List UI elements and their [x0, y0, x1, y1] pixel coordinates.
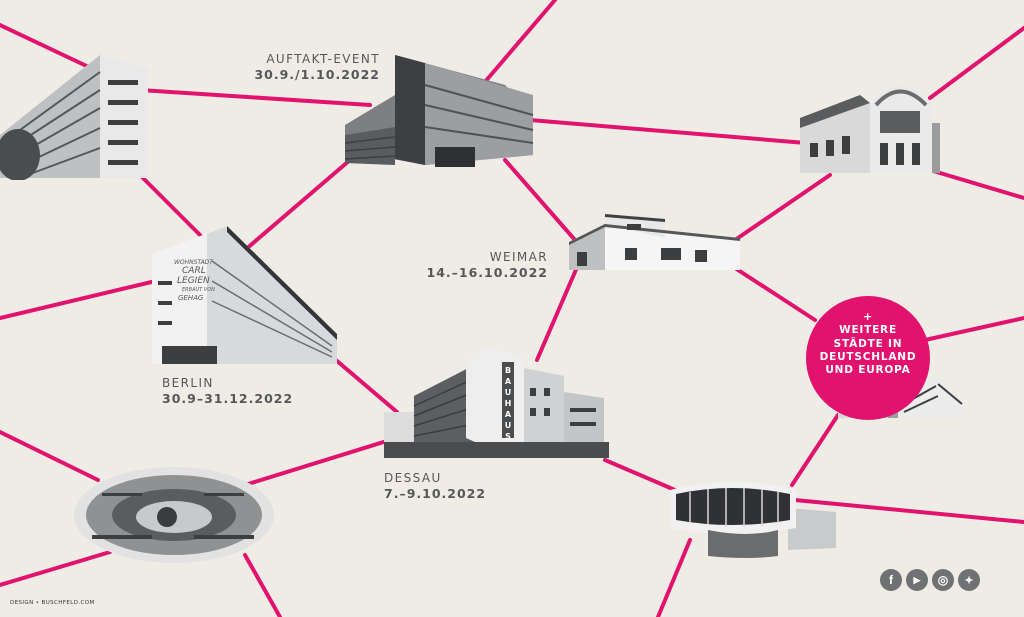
more-cities-line-4: UND EUROPA: [825, 364, 911, 377]
event-berlin-date: 30.9–31.12.2022: [162, 391, 294, 406]
building-auftakt-image: [345, 55, 534, 167]
building-weimar-school-image: [800, 85, 940, 173]
event-auftakt: AUFTAKT-EVENT 30.9./1.10.2022: [236, 52, 380, 83]
svg-text:S: S: [505, 432, 511, 441]
plus-icon: +: [862, 310, 874, 323]
building-weimar-house-image: [569, 214, 740, 270]
design-credit: DESIGN • BUSCHFELD.COM: [10, 600, 95, 606]
event-dessau: DESSAU 7.–9.10.2022: [384, 471, 504, 502]
event-auftakt-name: AUFTAKT-EVENT: [266, 52, 380, 66]
building-berlin-image: WOHNSTADT CARL LEGIEN ERBAUT VON GEHAG: [152, 226, 337, 364]
event-berlin-name: BERLIN: [162, 376, 214, 390]
twitter-icon[interactable]: ✦: [958, 569, 980, 591]
svg-text:A: A: [505, 410, 512, 419]
svg-text:B: B: [505, 366, 511, 375]
event-berlin: BERLIN 30.9–31.12.2022: [162, 376, 302, 407]
event-dessau-date: 7.–9.10.2022: [384, 486, 487, 501]
svg-text:WOHNSTADT: WOHNSTADT: [174, 259, 214, 266]
building-round-pavilion-image: [670, 482, 836, 558]
event-weimar: WEIMAR 14.–16.10.2022: [424, 250, 548, 281]
more-cities-line-3: DEUTSCHLAND: [819, 350, 917, 363]
svg-text:A: A: [505, 377, 512, 386]
svg-text:GEHAG: GEHAG: [178, 294, 204, 302]
more-cities-line-2: STÄDTE IN: [833, 337, 903, 350]
social-links: f ▶ ◎ ✦: [880, 569, 980, 591]
instagram-icon[interactable]: ◎: [932, 569, 954, 591]
event-weimar-name: WEIMAR: [489, 250, 548, 264]
svg-text:U: U: [505, 421, 512, 430]
youtube-icon[interactable]: ▶: [906, 569, 928, 591]
facebook-icon[interactable]: f: [880, 569, 902, 591]
svg-text:LEGIEN: LEGIEN: [177, 276, 210, 286]
svg-text:U: U: [505, 388, 512, 397]
event-dessau-name: DESSAU: [384, 471, 442, 485]
svg-text:H: H: [505, 399, 512, 408]
event-auftakt-date: 30.9./1.10.2022: [254, 67, 380, 82]
svg-text:CARL: CARL: [182, 266, 206, 276]
more-cities-badge[interactable]: + WEITERE STÄDTE IN DEUTSCHLAND UND EURO…: [806, 296, 930, 420]
building-horseshoe-estate-image: [74, 467, 274, 563]
building-longblock-image: [0, 55, 148, 180]
svg-text:ERBAUT VON: ERBAUT VON: [182, 287, 215, 293]
more-cities-line-1: WEITERE: [839, 324, 897, 337]
building-dessau-bauhaus-image: B A U H A U S: [384, 348, 609, 458]
event-weimar-date: 14.–16.10.2022: [426, 265, 548, 280]
